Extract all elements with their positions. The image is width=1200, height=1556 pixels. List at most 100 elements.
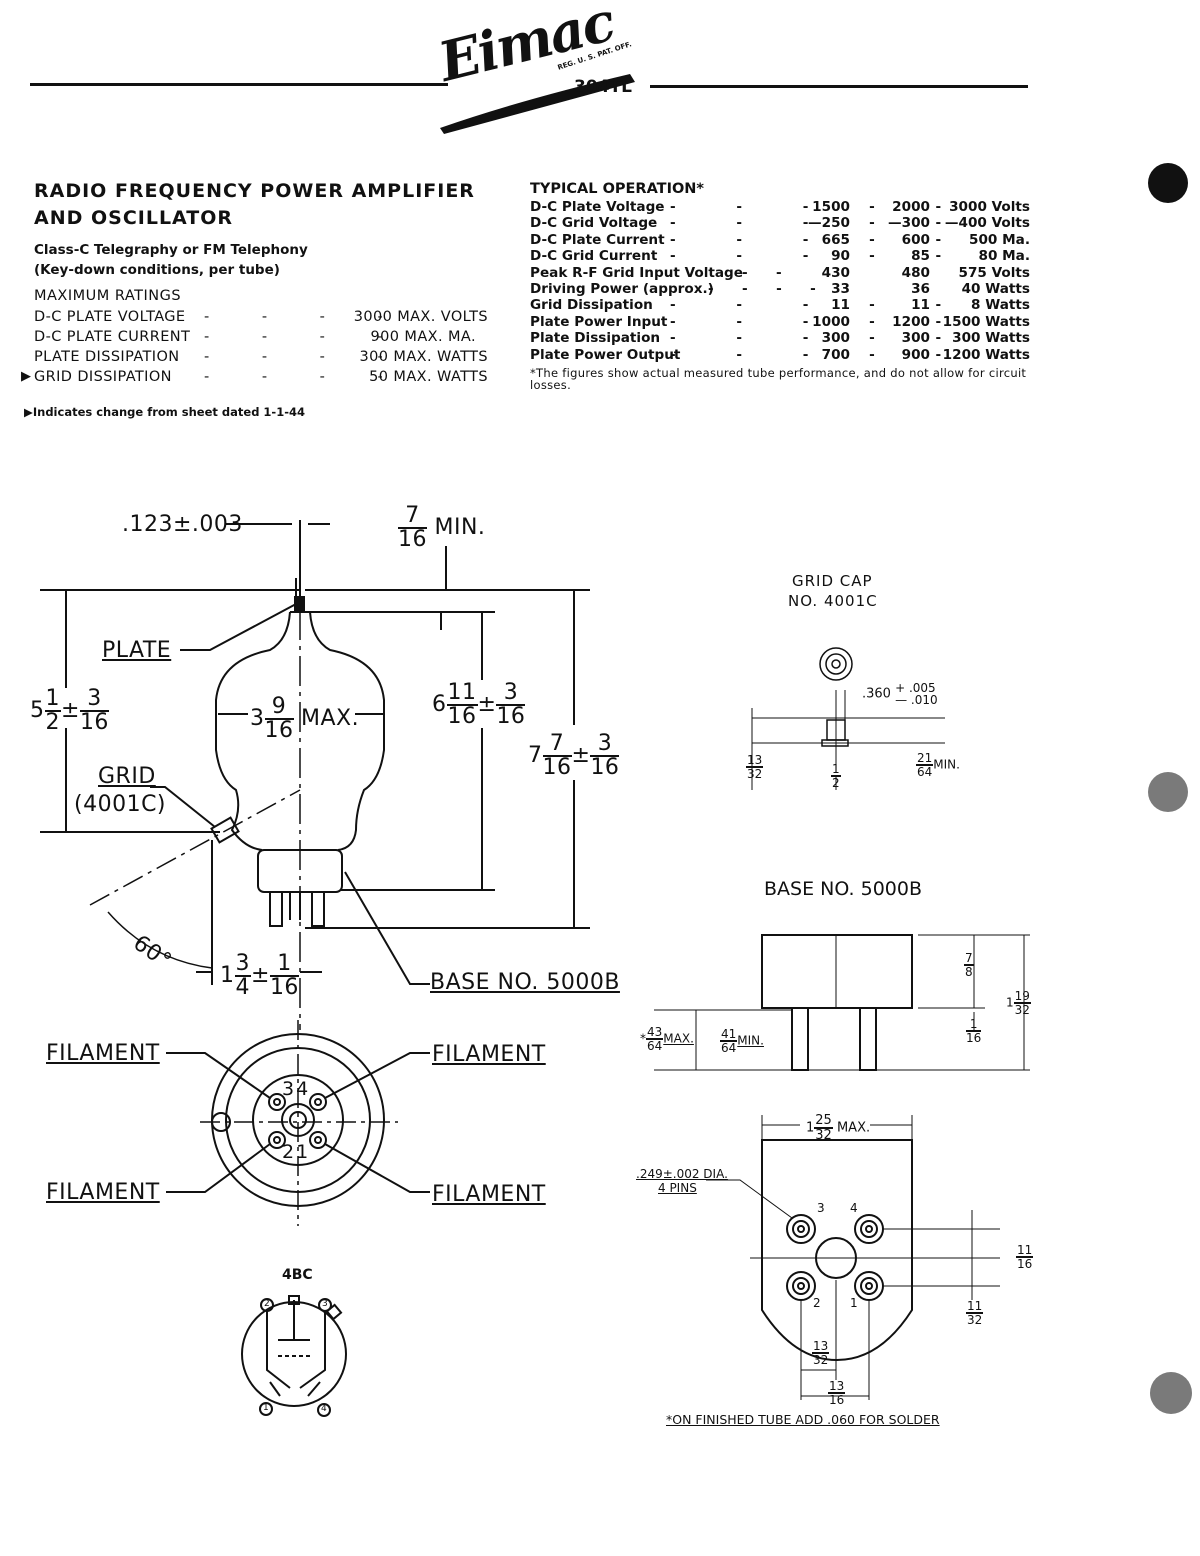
leader-dots: - - - - -	[670, 297, 970, 314]
typical-v1: 11	[831, 297, 850, 314]
frac-den: 16	[966, 1031, 982, 1045]
change-note-text: Indicates change from sheet dated 1-1-44	[32, 405, 305, 419]
max-label: MAX.	[301, 706, 360, 731]
frac-den: 32	[1014, 1003, 1030, 1017]
frac-num: 3	[496, 682, 526, 706]
frac-num: 25	[814, 1113, 833, 1129]
min-label: MIN.	[434, 515, 486, 540]
max-label: MAX.	[836, 1120, 871, 1136]
typical-v1: 700	[821, 346, 850, 363]
pin-numbers-top: 34	[282, 1078, 311, 1100]
typical-label: Grid Dissipation	[530, 297, 653, 314]
binder-hole	[1150, 1372, 1192, 1414]
base-pins-diameter: .249±.002 DIA.	[636, 1167, 728, 1181]
base-label: BASE NO. 5000B	[430, 970, 620, 995]
typical-label: Plate Power Input	[530, 313, 668, 330]
frac-num: 1	[831, 762, 841, 777]
dim-whole: 5	[30, 698, 45, 723]
grid-label: GRID	[98, 764, 156, 789]
max-rating-row: ▶ GRID DISSIPATION - - - - 50 MAX. WATTS	[21, 369, 504, 389]
filament-label-top-left: FILAMENT	[46, 1041, 160, 1066]
socket-pin-4: 4	[321, 1404, 327, 1414]
min-label: MIN.	[933, 757, 960, 772]
change-note: ▶Indicates change from sheet dated 1-1-4…	[24, 405, 305, 419]
typical-v3: 1500 Watts	[942, 313, 1030, 330]
max-rating-row: D-C PLATE CURRENT - - - - 900 MAX. MA.	[34, 329, 504, 349]
typical-label: D-C Plate Voltage	[530, 199, 665, 215]
frac-den: 32	[813, 1353, 829, 1367]
rating-value: 50 MAX. WATTS	[369, 369, 488, 385]
socket-pin-2: 2	[264, 1299, 270, 1309]
frac-den: 8	[965, 965, 973, 979]
dim-whole: 6	[432, 692, 447, 717]
typical-v1: 300	[821, 330, 850, 347]
max-ratings-heading: MAXIMUM RATINGS	[34, 288, 182, 304]
typical-v3: 40 Watts	[961, 281, 1030, 297]
typical-v2: 1200	[892, 313, 930, 330]
typical-v1: 1500	[812, 199, 850, 215]
frac-num: 3	[79, 688, 109, 712]
lead-diameter-label: .123±.003	[122, 512, 243, 537]
base-title: BASE NO. 5000B	[764, 878, 923, 900]
service-line1: Class-C Telegraphy or FM Telephony	[34, 242, 308, 258]
frac-den: 2	[45, 710, 60, 735]
dia-value: .360	[862, 686, 891, 702]
leader-dots: - - - - -	[670, 330, 970, 347]
leader-dots: - - - - -	[670, 199, 970, 215]
change-marker-icon: ▶	[21, 369, 32, 384]
grid-cap-title: GRID CAP	[792, 572, 873, 590]
base-pin-label-2: 2	[813, 1296, 821, 1310]
typical-v1: 1000	[812, 313, 850, 330]
frac-num: 13	[812, 1339, 830, 1354]
frac-den: 64	[917, 765, 933, 779]
typical-v2: —300	[888, 215, 930, 232]
rating-label: GRID DISSIPATION	[34, 369, 172, 385]
frac-den: 16	[398, 527, 427, 552]
frac-num: 7	[542, 733, 572, 757]
rating-label: D-C PLATE VOLTAGE	[34, 309, 186, 325]
rating-value: 900 MAX. MA.	[370, 329, 476, 345]
typical-label: D-C Plate Current	[530, 231, 665, 248]
typical-row: D-C Grid Voltage- - - - -—250—300—400 Vo…	[530, 215, 1030, 231]
frac-den: 32	[747, 767, 763, 781]
frac-num: 1	[269, 953, 299, 977]
dim-whole: 1	[806, 1120, 815, 1136]
leader-dots: - - - -	[204, 349, 407, 365]
max-rating-row: D-C PLATE VOLTAGE - - - - 3000 MAX. VOLT…	[34, 309, 504, 329]
pin-numbers-bottom: 21	[282, 1141, 311, 1163]
filament-label-bottom-left: FILAMENT	[46, 1180, 160, 1205]
dim-whole: 3	[250, 706, 265, 731]
leader-dots: - - - -	[204, 329, 407, 345]
frac-num: 3	[590, 733, 620, 757]
frac-den: 16	[542, 755, 572, 780]
typical-footnote: *The figures show actual measured tube p…	[530, 366, 1027, 392]
leader-dots: - - - - -	[670, 231, 970, 248]
rating-label: PLATE DISSIPATION	[34, 349, 180, 365]
leader-dots: - - - - -	[670, 346, 970, 363]
typical-label: Plate Power Output	[530, 346, 681, 363]
frac-den: 64	[721, 1041, 737, 1055]
brand-swoosh	[430, 30, 650, 144]
frac-num: 41	[720, 1027, 738, 1042]
typical-v3: 500 Ma.	[969, 231, 1030, 248]
typical-v3: 300 Watts	[952, 330, 1030, 347]
typical-v2: 300	[901, 330, 930, 347]
typical-v2: 2000	[892, 199, 930, 215]
frac-num: 1	[966, 1018, 982, 1032]
frac-den: 32	[815, 1128, 832, 1143]
typical-v3: 8 Watts	[971, 297, 1030, 314]
frac-den: 16	[590, 755, 620, 780]
base-pin-label-1: 1	[850, 1296, 858, 1310]
typical-v3: 575 Volts	[958, 264, 1030, 281]
